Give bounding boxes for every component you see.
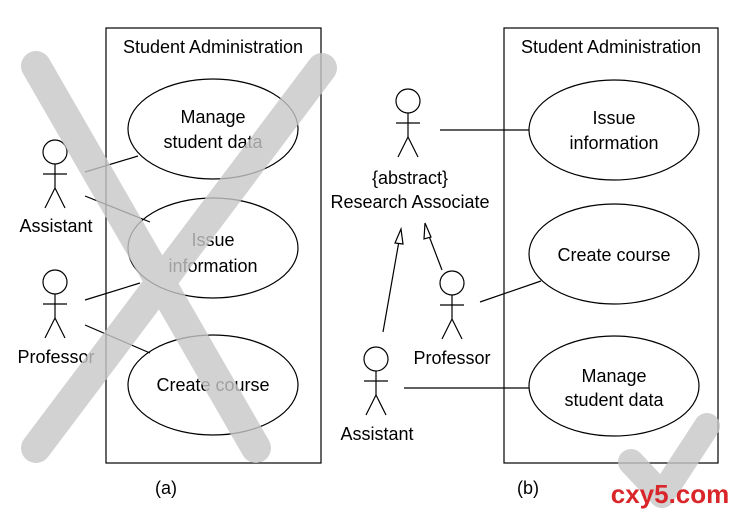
- system-boundary-a: [105, 27, 322, 464]
- usecase-label-manage-line1-b: Manage: [581, 366, 646, 386]
- usecase-label-create-b: Create course: [557, 245, 670, 265]
- usecase-label-manage-line1-a: Manage: [180, 107, 245, 127]
- system-boundary-b: [503, 27, 719, 464]
- watermark-logo: cxy5.com: [611, 479, 730, 509]
- usecase-manage-student-data-a: [127, 78, 299, 180]
- actor-professor-icon-b: [439, 270, 465, 340]
- actor-assistant-icon-a: [42, 139, 68, 209]
- actor-assistant-label-a: Assistant: [19, 216, 92, 236]
- actor-assistant-label-b: Assistant: [340, 424, 413, 444]
- cross-mark-icon: [21, 51, 337, 463]
- association-professor-issue-a: [84, 282, 141, 301]
- actor-professor-label-b: Professor: [413, 348, 490, 368]
- system-title-b: Student Administration: [521, 37, 701, 57]
- association-professor-create-b: [479, 280, 542, 303]
- generalization-assistant-arrow: [382, 226, 404, 333]
- usecase-label-manage-line2-b: student data: [564, 390, 664, 410]
- actor-assistant-icon-b: [363, 346, 389, 416]
- diagram-b: Student Administration Issue information…: [330, 27, 720, 508]
- usecase-issue-information-b: [528, 79, 700, 181]
- caption-a: (a): [155, 478, 177, 498]
- usecase-create-course-b: [528, 203, 700, 305]
- actor-professor-icon-a: [42, 269, 68, 339]
- usecase-create-course-a: [127, 334, 299, 436]
- usecase-manage-student-data-b: [528, 335, 700, 437]
- diagram-a: Student Administration Manage student da…: [17, 27, 337, 498]
- generalization-professor-arrow: [423, 222, 443, 271]
- actor-research-associate-icon: [395, 88, 421, 158]
- usecase-label-issue-line1-b: Issue: [592, 108, 635, 128]
- usecase-label-manage-line2-a: student data: [163, 132, 263, 152]
- abstract-stereotype-label: {abstract}: [372, 168, 448, 188]
- check-mark-icon: [618, 413, 720, 508]
- usecase-label-issue-line2-b: information: [569, 133, 658, 153]
- actor-research-associate-label: Research Associate: [330, 192, 489, 212]
- system-title-a: Student Administration: [123, 37, 303, 57]
- actor-professor-label-a: Professor: [17, 347, 94, 367]
- caption-b: (b): [517, 478, 539, 498]
